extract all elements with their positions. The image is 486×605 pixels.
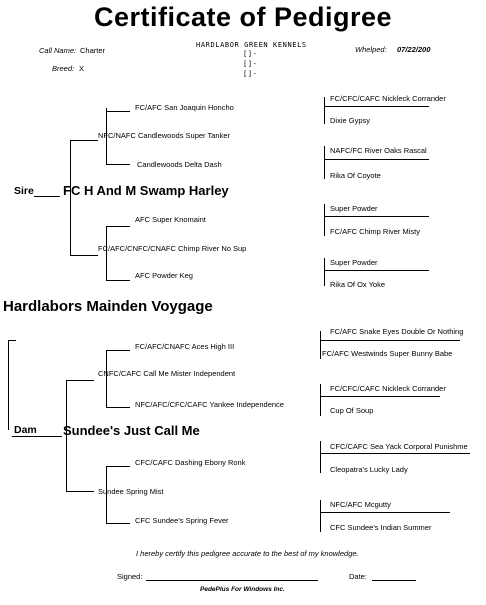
g4-name-16: CFC Sundee's Indian Summer (330, 523, 432, 532)
dam-sire-bottom (106, 407, 130, 408)
dam-bracket-top (8, 340, 16, 341)
g4-bracket-8 (320, 500, 321, 532)
sire-gen2-bracket (70, 140, 71, 256)
signature-line[interactable] (146, 580, 318, 581)
g4-bracket-7 (320, 441, 321, 473)
g4-name-9: FC/AFC Snake Eyes Double Or Nothing (330, 327, 464, 336)
g4-line-7a (320, 453, 470, 454)
dam-gen2-bracket (66, 380, 67, 492)
g4-bracket-1 (324, 97, 325, 124)
kennel-line-1: []- (243, 50, 258, 58)
dd-dam-name: CFC Sundee's Spring Fever (135, 516, 229, 525)
g4-name-13: CFC/CAFC Sea Yack Corporal Punishme (330, 442, 468, 451)
sd-sire-name: AFC Super Knomaint (135, 215, 206, 224)
sire-gen2-top (70, 140, 98, 141)
sire-sire-bottom (106, 164, 130, 165)
dam-sire-bracket (106, 350, 107, 408)
sire-sire-name: NFC/NAFC Candlewoods Super Tanker (98, 131, 231, 140)
dam-dam-bottom (106, 523, 130, 524)
sire-name: FC H And M Swamp Harley (63, 183, 229, 198)
dam-sire-name: CNFC/CAFC Call Me Mister Independent (98, 369, 236, 378)
subject-name: Hardlabors Mainden Voygage (3, 298, 213, 315)
whelped-label: Whelped: (355, 45, 387, 54)
ds-dam-name: NFC/AFC/CFC/CAFC Yankee Independence (135, 400, 284, 409)
g4-name-15: NFC/AFC Mcgutty (330, 500, 391, 509)
g4-name-14: Cleopatra's Lucky Lady (330, 465, 408, 474)
ss-sire-name: FC/AFC San Joaquin Honcho (135, 103, 234, 112)
dam-label: Dam (14, 424, 37, 436)
g4-line-4a (324, 270, 429, 271)
g4-line-8a (320, 512, 450, 513)
g4-name-5: Super Powder (330, 204, 378, 213)
credit-text: PedePlus For Windows Inc. (200, 586, 285, 593)
kennel-line-2: []- (243, 60, 258, 68)
whelped-value: 07/22/200 (397, 45, 431, 54)
signed-label: Signed: (117, 572, 143, 581)
sire-dam-name: FC/AFC/CNFC/CNAFC Chimp River No Sup (98, 244, 247, 253)
g4-name-2: Dixie Gypsy (330, 116, 371, 125)
dam-name: Sundee's Just Call Me (63, 423, 200, 438)
kennel-name: HARDLABOR GREEN KENNELS (196, 41, 307, 49)
call-name-value: Charter (80, 46, 106, 55)
dam-gen2-bottom (66, 491, 94, 492)
dam-sire-top (106, 350, 130, 351)
g4-bracket-4 (324, 258, 325, 286)
g4-bracket-2 (324, 146, 325, 179)
g4-bracket-6 (320, 384, 321, 416)
g4-bracket-3 (324, 204, 325, 236)
kennel-line-3: []- (243, 70, 258, 78)
sire-sire-top (106, 111, 130, 112)
g4-name-7: Super Powder (330, 258, 378, 267)
certificate-title: Certificate of Pedigree (93, 2, 393, 32)
g4-line-3a (324, 216, 429, 217)
ss-dam-name: Candlewoods Delta Dash (137, 160, 222, 169)
dam-bracket (8, 340, 9, 430)
sire-gen2-bottom (70, 255, 98, 256)
dam-dam-bracket (106, 466, 107, 524)
sd-dam-name: AFC Powder Keg (135, 271, 193, 280)
g4-name-11: FC/CFC/CAFC Nickleck Corrander (330, 384, 446, 393)
date-line[interactable] (372, 580, 416, 581)
sire-dam-bracket (106, 226, 107, 281)
sire-dam-top (106, 226, 130, 227)
dam-dam-name: Sundee Spring Mist (98, 487, 164, 496)
g4-name-6: FC/AFC Chimp River Misty (330, 227, 421, 236)
dam-gen2-top (66, 380, 94, 381)
g4-name-4: Rika Of Coyote (330, 171, 381, 180)
dam-dam-top (106, 466, 130, 467)
g4-name-3: NAFC/FC River Oaks Rascal (330, 146, 427, 155)
ds-sire-name: FC/AFC/CNAFC Aces High III (135, 342, 235, 351)
g4-name-8: Rika Of Ox Yoke (330, 280, 386, 289)
breed-value: X (79, 64, 85, 73)
date-label: Date: (349, 572, 367, 581)
call-name-label: Call Name: (39, 46, 77, 55)
g4-bracket-5 (320, 331, 321, 359)
breed-label: Breed: (52, 64, 75, 73)
g4-line-6a (320, 396, 440, 397)
certify-text: I hereby certify this pedigree accurate … (136, 549, 359, 558)
sire-label: Sire (14, 185, 34, 197)
g4-name-12: Cup Of Soup (330, 406, 374, 415)
dam-connector (12, 436, 62, 437)
dd-sire-name: CFC/CAFC Dashing Ebony Ronk (135, 458, 246, 467)
sire-connector (34, 196, 60, 197)
g4-line-1a (324, 106, 429, 107)
g4-line-5a (320, 340, 460, 341)
sire-dam-bottom (106, 280, 130, 281)
sire-sire-bracket (106, 108, 107, 165)
g4-line-2a (324, 159, 429, 160)
g4-name-10: FC/AFC Westwinds Super Bunny Babe (322, 349, 453, 358)
g4-name-1: FC/CFC/CAFC Nickleck Corrander (330, 94, 446, 103)
